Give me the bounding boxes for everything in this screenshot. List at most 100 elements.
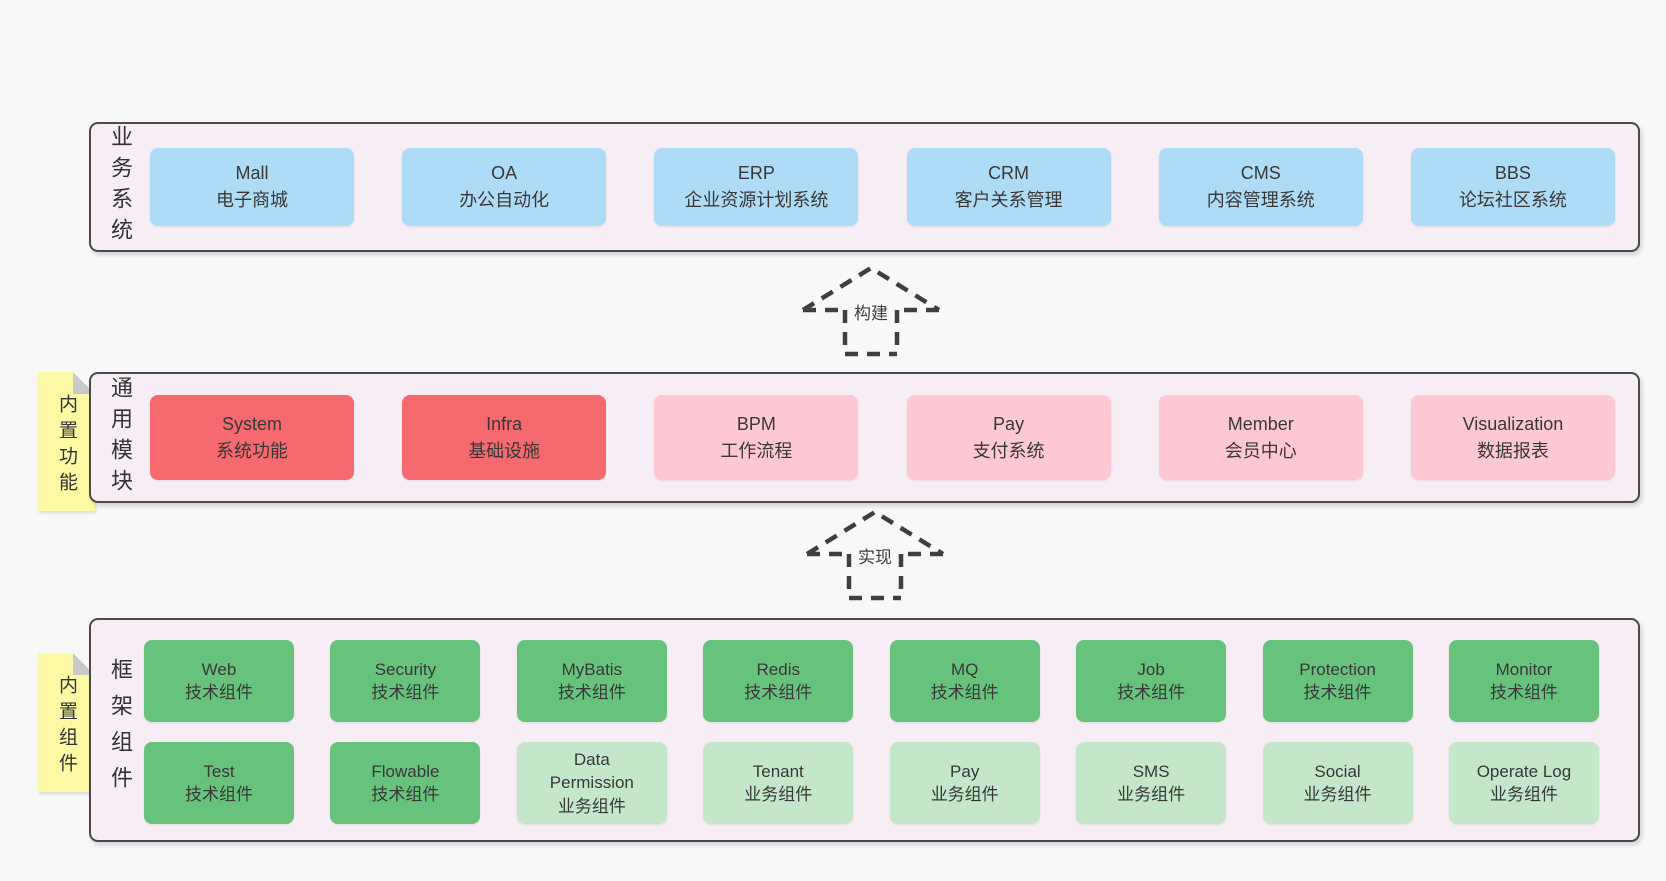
box-web-name: Web [201, 659, 237, 679]
box-web-desc: 技术组件 [185, 683, 253, 702]
box-crm-name: CRM [988, 163, 1030, 183]
box-erp-name: ERP [737, 163, 775, 183]
box-mybatis-name: MyBatis [561, 659, 623, 679]
sticky-built-in-components-label: 内置组件 [56, 674, 77, 779]
box-flowable-name: Flowable [371, 761, 440, 781]
box-data-permission: Data Permission 业务组件 [516, 742, 667, 824]
sticky-built-in-features-label: 内置功能 [56, 393, 77, 498]
box-oa: OA 办公自动化 [402, 148, 607, 226]
box-tenant: Tenant 业务组件 [703, 742, 854, 824]
box-infra: Infra 基础设施 [402, 395, 607, 480]
box-flowable: Flowable 技术组件 [330, 742, 481, 824]
box-cms-desc: 内容管理系统 [1206, 190, 1315, 210]
box-social-desc: 业务组件 [1303, 785, 1372, 804]
box-test-desc: 技术组件 [185, 785, 253, 804]
box-redis-desc: 技术组件 [744, 683, 813, 702]
box-pay-desc: 支付系统 [972, 440, 1045, 461]
box-cms: CMS 内容管理系统 [1158, 148, 1363, 226]
box-mall-name: Mall [235, 163, 269, 183]
band-framework-components: 框架组件 Web 技术组件 Security 技术组件 MyBatis 技术组件… [89, 618, 1640, 842]
box-crm: CRM 客户关系管理 [906, 148, 1111, 226]
arrow-build-label: 构建 [851, 298, 891, 325]
box-member-desc: 会员中心 [1224, 440, 1297, 461]
box-mq-desc: 技术组件 [930, 683, 999, 702]
box-operate-log-desc: 业务组件 [1489, 785, 1558, 804]
common-modules-boxes: System 系统功能 Infra 基础设施 BPM 工作流程 Pay 支付系统… [150, 374, 1615, 501]
box-erp: ERP 企业资源计划系统 [654, 148, 859, 226]
box-bpm-desc: 工作流程 [720, 440, 793, 461]
band-framework-components-label: 框架组件 [108, 658, 133, 802]
box-infra-desc: 基础设施 [468, 440, 541, 461]
up-arrow-dashed-icon [805, 509, 945, 601]
box-pay-name: Pay [993, 413, 1025, 434]
box-system: System 系统功能 [150, 395, 354, 480]
box-protection-name: Protection [1299, 659, 1376, 679]
box-security: Security 技术组件 [330, 640, 481, 722]
box-mall-desc: 电子商城 [216, 190, 288, 210]
box-crm-desc: 客户关系管理 [954, 190, 1063, 210]
box-monitor: Monitor 技术组件 [1448, 640, 1599, 722]
box-tenant-desc: 业务组件 [744, 785, 813, 804]
box-oa-name: OA [491, 163, 518, 183]
box-redis-name: Redis [756, 659, 800, 679]
box-mall: Mall 电子商城 [150, 148, 354, 226]
box-security-name: Security [374, 659, 437, 679]
box-sms: SMS 业务组件 [1076, 742, 1227, 824]
box-job-name: Job [1137, 659, 1165, 679]
box-mybatis-desc: 技术组件 [557, 683, 626, 702]
box-visualization: Visualization 数据报表 [1410, 395, 1615, 480]
box-test: Test 技术组件 [144, 742, 294, 824]
box-data-permission-desc: 业务组件 [557, 796, 626, 816]
framework-components-row-1: Web 技术组件 Security 技术组件 MyBatis 技术组件 Redi… [144, 640, 1599, 722]
box-monitor-name: Monitor [1495, 659, 1553, 679]
box-bbs: BBS 论坛社区系统 [1410, 148, 1615, 226]
box-member-name: Member [1227, 413, 1294, 434]
up-arrow-dashed-icon [801, 265, 941, 357]
box-system-name: System [221, 413, 282, 434]
box-pay-business-desc: 业务组件 [930, 785, 999, 804]
box-security-desc: 技术组件 [371, 683, 440, 702]
box-social-name: Social [1314, 761, 1361, 781]
box-sms-name: SMS [1132, 761, 1170, 781]
box-erp-desc: 企业资源计划系统 [684, 190, 829, 210]
band-common-modules: 通用模块 System 系统功能 Infra 基础设施 BPM 工作流程 Pay… [89, 372, 1640, 503]
box-visualization-name: Visualization [1462, 413, 1564, 434]
business-systems-boxes: Mall 电子商城 OA 办公自动化 ERP 企业资源计划系统 CRM 客户关系… [150, 124, 1615, 250]
box-sms-desc: 业务组件 [1117, 785, 1186, 804]
box-bpm: BPM 工作流程 [654, 395, 859, 480]
band-common-modules-label: 通用模块 [108, 375, 133, 500]
band-business-systems-label: 业务系统 [108, 125, 133, 249]
box-redis: Redis 技术组件 [703, 640, 854, 722]
box-mq-name: MQ [950, 659, 979, 679]
sticky-built-in-features: 内置功能 [38, 372, 95, 511]
box-member: Member 会员中心 [1158, 395, 1363, 480]
box-tenant-name: Tenant [752, 761, 804, 781]
box-test-name: Test [203, 761, 235, 781]
box-job-desc: 技术组件 [1117, 683, 1186, 702]
box-data-permission-name: Data Permission [549, 749, 634, 793]
box-mq: MQ 技术组件 [889, 640, 1040, 722]
box-mybatis: MyBatis 技术组件 [516, 640, 667, 722]
arrow-implement-label: 实现 [855, 542, 895, 569]
framework-components-row-2: Test 技术组件 Flowable 技术组件 Data Permission … [144, 742, 1599, 824]
box-protection: Protection 技术组件 [1262, 640, 1413, 722]
box-monitor-desc: 技术组件 [1489, 683, 1558, 702]
box-operate-log: Operate Log 业务组件 [1448, 742, 1599, 824]
box-bpm-name: BPM [736, 413, 776, 434]
box-protection-desc: 技术组件 [1303, 683, 1372, 702]
box-cms-name: CMS [1240, 163, 1281, 183]
box-system-desc: 系统功能 [216, 440, 288, 461]
box-job: Job 技术组件 [1076, 640, 1227, 722]
box-pay-business-name: Pay [950, 761, 980, 781]
box-operate-log-name: Operate Log [1476, 761, 1572, 781]
box-flowable-desc: 技术组件 [371, 785, 440, 804]
box-infra-name: Infra [486, 413, 523, 434]
arrow-build: 构建 [796, 262, 946, 358]
box-oa-desc: 办公自动化 [459, 190, 550, 210]
band-business-systems: 业务系统 Mall 电子商城 OA 办公自动化 ERP 企业资源计划系统 CRM… [89, 122, 1640, 252]
arrow-implement: 实现 [800, 506, 950, 602]
box-visualization-desc: 数据报表 [1476, 440, 1549, 461]
box-web: Web 技术组件 [144, 640, 294, 722]
box-pay-business: Pay 业务组件 [889, 742, 1040, 824]
box-pay: Pay 支付系统 [906, 395, 1111, 480]
